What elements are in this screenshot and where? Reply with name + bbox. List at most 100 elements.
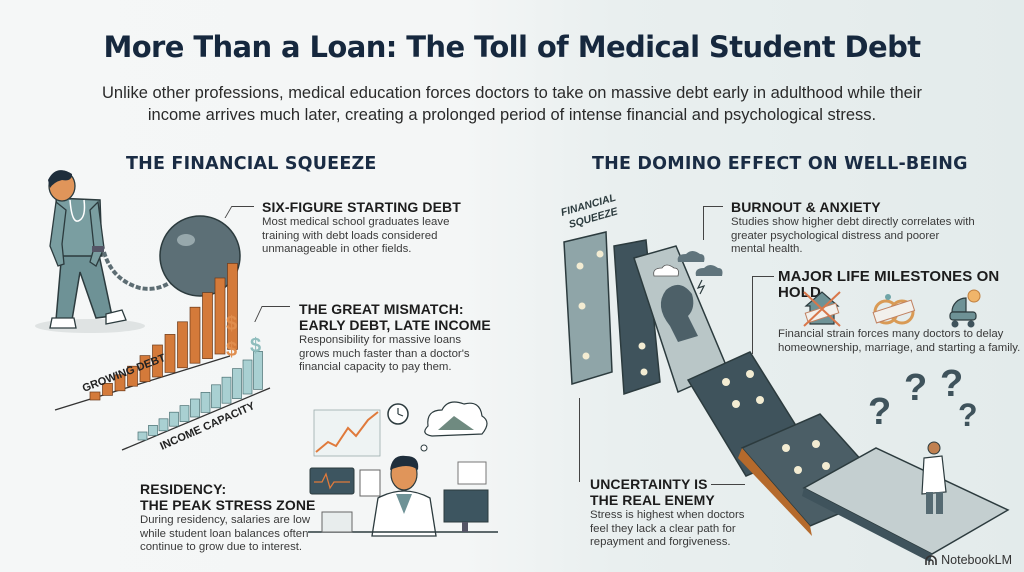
income-bar (200, 392, 211, 413)
computer-monitor (443, 489, 489, 523)
ecg-monitor (309, 467, 355, 495)
body-line: mental health. (731, 243, 803, 255)
debt-bar (214, 277, 226, 355)
debt-vs-income-illustration: GROWING DEBT INCOME CAPACITY $ $ $ (54, 263, 271, 453)
leader-line (232, 206, 254, 207)
body-line: continue to grow due to interest. (140, 541, 303, 553)
stressed-head-silhouette (660, 284, 698, 342)
leader-line (711, 484, 745, 485)
body-line: grows much faster than a doctor's (299, 347, 470, 360)
doctor-head (927, 441, 941, 455)
income-bar (137, 431, 148, 441)
doctor-hair (48, 170, 72, 188)
body-line: feel they lack a clear path for (590, 522, 736, 535)
financial-squeeze-title: THE FINANCIAL SQUEEZE (126, 154, 377, 174)
money-pile-icon (438, 416, 474, 430)
doctor-leg (936, 492, 943, 514)
stethoscope (69, 199, 86, 222)
income-bar (242, 359, 253, 395)
chain (102, 251, 178, 291)
debt-bar (114, 374, 126, 392)
question-mark-icon: ? (904, 367, 927, 409)
debt-bar (177, 321, 188, 369)
great-mismatch-block: THE GREAT MISMATCH: EARLY DEBT, LATE INC… (299, 301, 509, 375)
domino-6-flat (802, 447, 1010, 555)
domino-5-edge (738, 448, 812, 536)
income-bar (211, 384, 221, 409)
body-line: Financial strain forces many doctors to … (778, 328, 1004, 340)
body-line: greater psychological distress and poore… (731, 229, 940, 242)
residency-heading: RESIDENCY: THE PEAK STRESS ZONE (140, 481, 320, 513)
debt-bar (152, 344, 163, 378)
question-mark-icon: ? (958, 397, 978, 433)
debt-baseline (54, 355, 231, 411)
house-crossed-icon (803, 291, 841, 327)
heading-line: RESIDENCY: (140, 481, 227, 497)
heading-line: THE REAL ENEMY (590, 492, 715, 508)
shoe-left (49, 317, 77, 329)
heading-line: EARLY DEBT, LATE INCOME (299, 317, 491, 333)
confused-doctor-coat (921, 455, 947, 495)
heading-line: THE GREAT MISMATCH: (299, 301, 464, 317)
income-bar (158, 418, 169, 432)
heading-line: UNCERTAINTY IS (590, 476, 708, 492)
income-bar (190, 398, 200, 418)
debt-bar (102, 383, 113, 396)
question-mark-icon: ? (868, 391, 891, 433)
notebooklm-badge: NotebookLM (925, 553, 1012, 567)
paper-stack (321, 511, 353, 533)
ball-highlight (177, 234, 195, 246)
body-line: while student loan balances often (140, 527, 309, 540)
lightning-icon (696, 279, 706, 295)
residency-body: During residency, salaries are low while… (140, 514, 320, 555)
burnout-anxiety-heading: BURNOUT & ANXIETY (731, 199, 881, 215)
heading-line: THE PEAK STRESS ZONE (140, 497, 316, 513)
debt-bar (127, 365, 138, 387)
storm-cloud-icon (695, 265, 723, 276)
brand-label: NotebookLM (941, 553, 1012, 567)
body-line: homeownership, marriage, and starting a … (778, 341, 1021, 354)
income-bar (148, 425, 158, 436)
doctor-hair (390, 455, 419, 470)
milestones-body: Financial strain forces many doctors to … (778, 328, 1024, 355)
cloud-icon (653, 264, 679, 277)
graph-panel (313, 409, 381, 457)
rings-crossed-icon (872, 294, 916, 325)
schedule-icon (457, 461, 487, 485)
body-line: Stress is highest when doctors (590, 509, 745, 521)
uncertainty-block: UNCERTAINTY IS THE REAL ENEMY Stress is … (590, 476, 770, 550)
body-line: training with debt loads considered (262, 229, 438, 242)
body-line: During residency, salaries are low (140, 514, 311, 526)
leader-line (579, 398, 583, 482)
body-line: Most medical school graduates leave (262, 216, 450, 228)
subtitle-line-2: income arrives much later, creating a pr… (147, 106, 877, 124)
income-bar (221, 376, 232, 404)
leader-line (752, 276, 774, 354)
dollar-icon-debt-2: $ (226, 339, 237, 361)
great-mismatch-heading: THE GREAT MISMATCH: EARLY DEBT, LATE INC… (299, 301, 509, 333)
body-line: Studies show higher debt directly correl… (731, 216, 975, 228)
rising-graph-line (315, 411, 379, 453)
notebooklm-logo-icon (925, 555, 937, 565)
stroller-clock-icon (949, 289, 981, 328)
doctor-arm-left (49, 200, 67, 267)
debt-bar (227, 263, 238, 350)
scrubs (396, 494, 412, 514)
body-line: financial capacity to pay them. (299, 361, 452, 373)
milestone-icons (803, 289, 981, 328)
uncertainty-heading: UNCERTAINTY IS THE REAL ENEMY (590, 476, 770, 508)
uncertainty-body: Stress is highest when doctors feel they… (590, 509, 770, 550)
clipboard-icon (359, 469, 381, 497)
debt-bar (139, 355, 151, 382)
shoe-right (105, 309, 127, 325)
domino-6-edge (802, 488, 932, 562)
six-figure-debt-block: SIX-FIGURE STARTING DEBT Most medical sc… (262, 199, 482, 257)
stressed-resident-illustration (308, 401, 498, 537)
burnout-anxiety-body: Studies show higher debt directly correl… (731, 216, 1021, 257)
body-line: Responsibility for massive loans (299, 334, 462, 346)
chained-doctor-illustration (35, 170, 241, 333)
six-figure-debt-heading: SIX-FIGURE STARTING DEBT (262, 199, 461, 215)
doctor-leg (926, 492, 933, 514)
dollar-icon-debt-1: $ (226, 313, 237, 335)
leader-line (703, 206, 723, 240)
